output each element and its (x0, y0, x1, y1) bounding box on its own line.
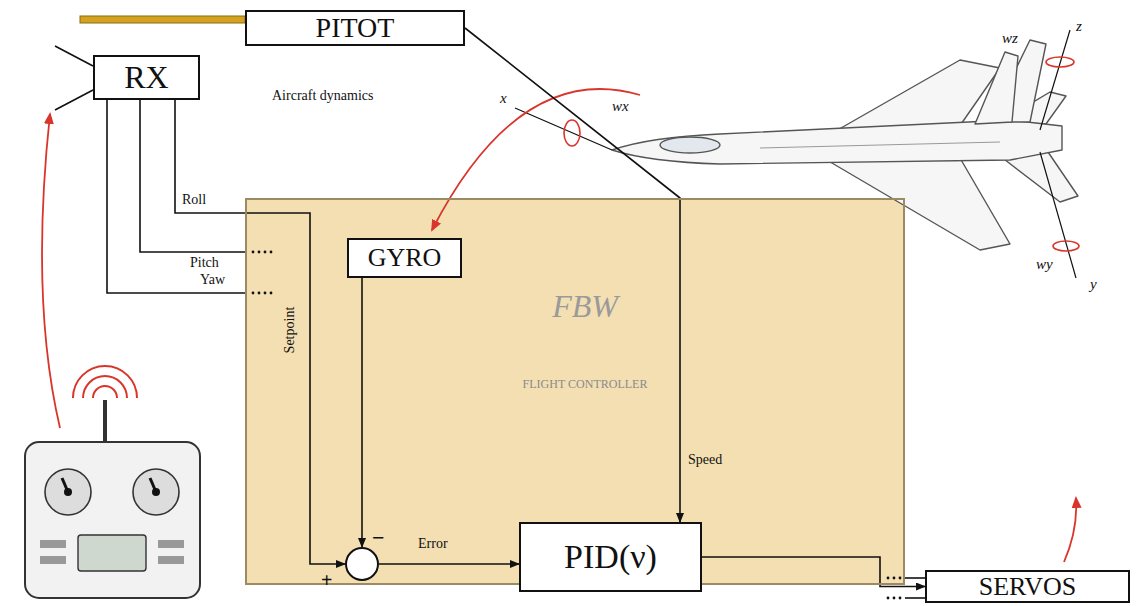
pitch-wire (140, 100, 245, 252)
antenna (55, 90, 93, 110)
junction-outline (345, 547, 379, 581)
node-label: GYRO (368, 243, 442, 273)
rate-label: wz (1002, 30, 1018, 47)
signal-connector (702, 557, 925, 587)
signal-name: Pitch (190, 255, 219, 271)
node-label: SERVOS (979, 572, 1077, 602)
axis-label: z (1076, 18, 1082, 35)
signal-connector (465, 28, 680, 522)
signal-name: Speed (688, 452, 722, 468)
signal-connector (379, 563, 519, 565)
transmitter-illustration (25, 366, 200, 598)
receiver-box: RX (93, 55, 200, 100)
signal-name: Yaw (200, 272, 225, 288)
jet-illustration (612, 40, 1078, 250)
body-axes (515, 30, 1076, 278)
rotation-arrows (564, 57, 1079, 251)
node-label: PITOT (316, 12, 395, 44)
rate-label: wx (612, 98, 629, 115)
sign-label: + (321, 569, 332, 592)
annotation: Aircraft dynamics (272, 88, 373, 104)
radio-arrow (42, 114, 60, 428)
pitot-tube (80, 16, 245, 23)
feedback-arrow (432, 89, 640, 230)
panel-subtitle: FLIGHT CONTROLLER (267, 378, 903, 392)
node-label: PID(ν) (564, 537, 657, 576)
signal-name: Setpoint (282, 290, 298, 370)
junction-circle (346, 548, 378, 580)
signal-name: Error (418, 536, 448, 552)
node-label: RX (124, 59, 168, 96)
signal-connector (361, 278, 363, 547)
servo-wire (905, 577, 925, 579)
antenna (55, 46, 93, 66)
signal-connector (175, 100, 345, 564)
signal-name: Roll (182, 192, 206, 208)
actuation-arrow (1064, 498, 1076, 562)
axis-label: x (500, 90, 507, 107)
sensor-box: PITOT (245, 10, 465, 46)
panel-title: FBW (267, 288, 903, 325)
rate-label: wy (1036, 256, 1053, 273)
actuator-box: SERVOS (925, 570, 1130, 603)
controller-panel: FBW FLIGHT CONTROLLER GYRO +− PID(ν) (245, 198, 905, 585)
controller-box: PID(ν) (519, 522, 702, 592)
sensor-box: GYRO (347, 238, 462, 278)
sign-label: − (372, 525, 385, 550)
servo-wire (905, 597, 925, 599)
summing-junction: +− (345, 547, 379, 581)
axis-label: y (1090, 276, 1097, 293)
yaw-wire (107, 100, 245, 293)
